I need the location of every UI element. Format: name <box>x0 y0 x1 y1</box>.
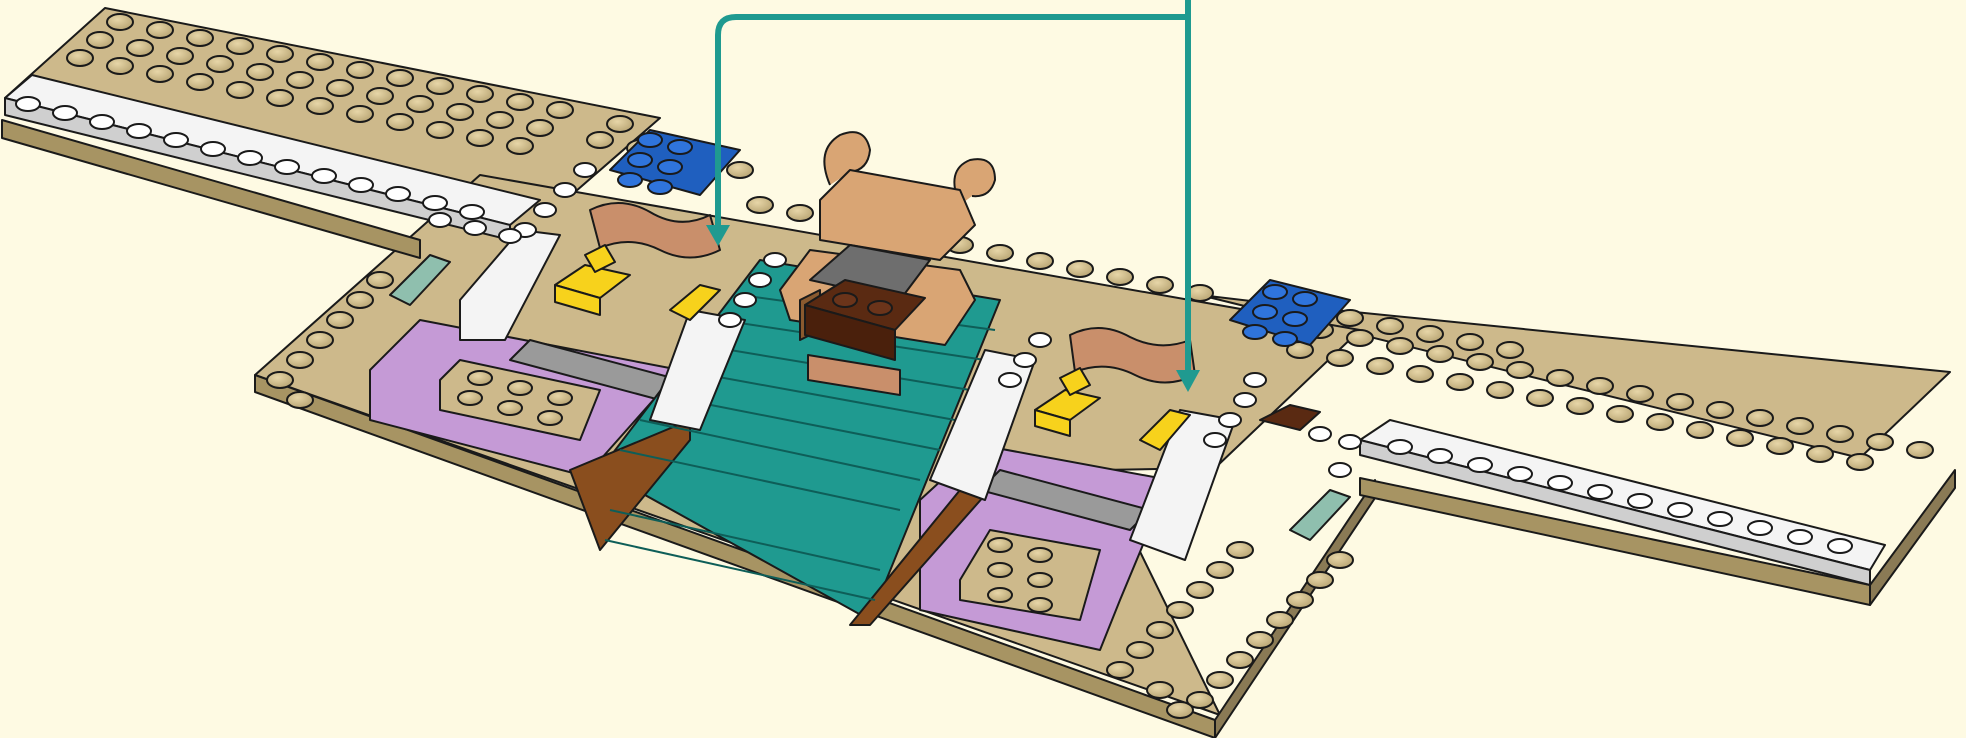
instruction-illustration <box>0 0 1966 738</box>
